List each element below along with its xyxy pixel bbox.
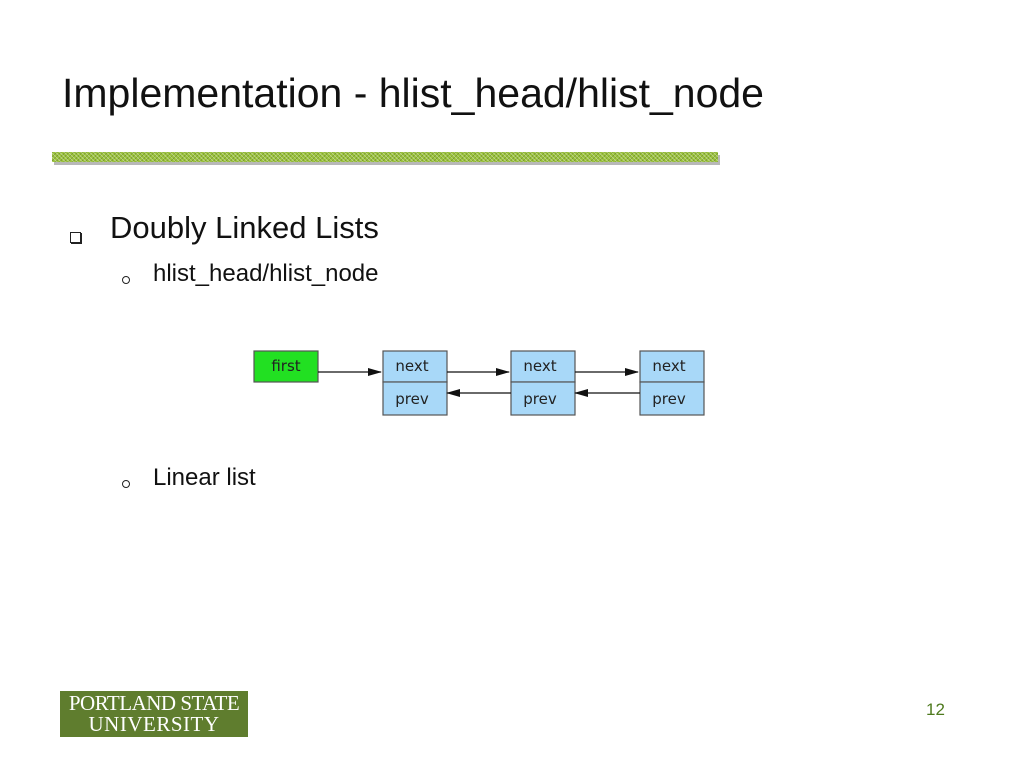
node-next-label: next: [395, 357, 428, 375]
title-underline: [52, 152, 718, 162]
node-prev-label: prev: [523, 390, 557, 408]
node-next-label: next: [523, 357, 556, 375]
subbullet-linear-list: Linear list: [153, 464, 256, 491]
page-number: 12: [926, 700, 945, 719]
hlist-diagram: first next prev next prev next prev: [253, 350, 705, 416]
subbullet-hlist: hlist_head/hlist_node: [153, 260, 379, 287]
node-prev-label: prev: [395, 390, 429, 408]
circle-bullet-icon: [122, 480, 130, 488]
node-next-label: next: [652, 357, 685, 375]
square-bullet-icon: [70, 232, 81, 243]
circle-bullet-icon: [122, 276, 130, 284]
list-node-3: next prev: [639, 350, 705, 416]
list-node-2: next prev: [510, 350, 576, 416]
head-first-box: first: [253, 350, 319, 383]
slide-title: Implementation - hlist_head/hlist_node: [62, 70, 764, 116]
logo-line-2: UNIVERSITY: [88, 712, 220, 736]
list-node-1: next prev: [382, 350, 448, 416]
node-prev-label: prev: [652, 390, 686, 408]
logo-line-1: PORTLAND STATE: [68, 691, 240, 715]
portland-state-logo: PORTLAND STATE UNIVERSITY: [60, 691, 248, 737]
bullet-doubly-linked-lists: Doubly Linked Lists: [110, 210, 379, 245]
head-first-label: first: [271, 357, 300, 375]
